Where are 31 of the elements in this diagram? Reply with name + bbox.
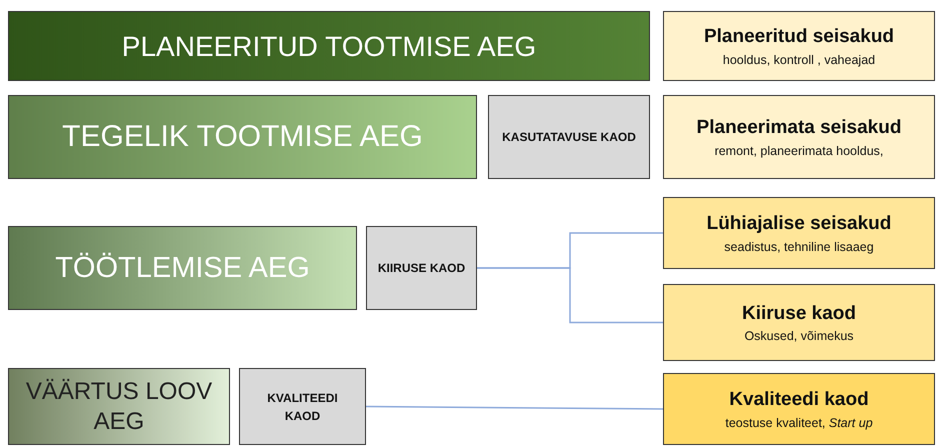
category-box bbox=[663, 284, 935, 361]
time-bar bbox=[8, 11, 650, 81]
loss-label: KVALITEEDI KAOD bbox=[266, 390, 339, 424]
box-description: hooldus, kontroll , vaheajad bbox=[722, 52, 876, 67]
time-bar bbox=[8, 226, 357, 310]
category-box bbox=[663, 373, 935, 445]
category-box bbox=[663, 95, 935, 179]
box-heading: Lühiajalise seisakud bbox=[706, 212, 892, 236]
time-bar bbox=[8, 368, 230, 445]
category-box bbox=[663, 11, 935, 81]
loss-box bbox=[488, 95, 650, 179]
category-box bbox=[663, 197, 935, 269]
box-description: Oskused, võimekus bbox=[744, 329, 854, 344]
bar-label: VÄÄRTUS LOOV AEG bbox=[24, 376, 214, 436]
loss-box bbox=[366, 226, 477, 310]
box-heading: Planeerimata seisakud bbox=[696, 116, 902, 140]
loss-label: KASUTATAVUSE KAOD bbox=[502, 129, 636, 146]
box-heading: Kvaliteedi kaod bbox=[729, 388, 869, 412]
connector-line bbox=[366, 406, 663, 410]
box-description: seadistus, tehniline lisaaeg bbox=[724, 240, 874, 254]
bar-label: TEGELIK TOOTMISE AEG bbox=[62, 119, 423, 156]
connector-line bbox=[477, 267, 663, 324]
loss-box bbox=[239, 368, 366, 445]
time-bar bbox=[8, 95, 477, 179]
bar-label: PLANEERITUD TOOTMISE AEG bbox=[122, 30, 536, 64]
box-description: teostuse kvaliteet, Start up bbox=[725, 416, 873, 430]
box-description: remont, planeerimata hooldus, bbox=[714, 144, 884, 158]
loss-label: KIIRUSE KAOD bbox=[378, 260, 466, 277]
box-heading: Planeeritud seisakud bbox=[704, 25, 894, 50]
box-heading: Kiiruse kaod bbox=[742, 302, 856, 326]
bar-label: TÖÖTLEMISE AEG bbox=[55, 250, 310, 286]
